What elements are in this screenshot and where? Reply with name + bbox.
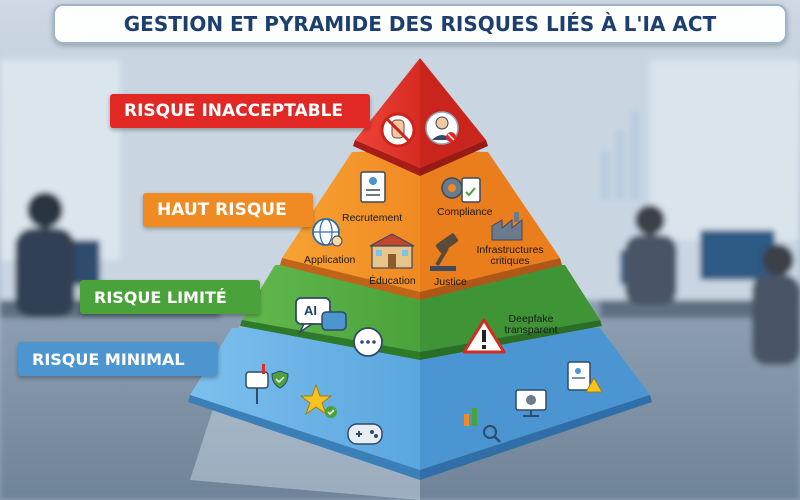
label-compliance: Compliance <box>437 206 493 218</box>
gamepad-icon <box>347 423 383 445</box>
school-icon <box>369 233 415 269</box>
analytics-icon <box>464 402 501 443</box>
page-title: GESTION ET PYRAMIDE DES RISQUES LIÉS À L… <box>123 12 717 36</box>
mailbox-shield-icon <box>245 364 289 404</box>
compliance-gear-icon <box>441 177 481 203</box>
warning-triangle-icon <box>462 318 506 354</box>
label-education: Éducation <box>369 275 416 287</box>
resume-icon <box>360 171 386 203</box>
monitor-settings-icon <box>515 389 547 417</box>
chat-bubble-icon <box>353 327 383 357</box>
tier-label-limited: RISQUE LIMITÉ <box>80 280 260 314</box>
prohibited-hand-icon <box>380 112 416 148</box>
star-check-icon <box>299 383 337 418</box>
person-blocked-icon <box>425 111 459 145</box>
label-recruitment: Recrutement <box>342 212 403 224</box>
label-deepfake: Deepfake transparent <box>504 313 558 336</box>
gavel-icon <box>430 233 459 271</box>
label-application: Application <box>304 254 356 266</box>
ai-chat-icon <box>295 297 347 335</box>
tier-minimal <box>188 320 652 500</box>
tier-label-unacceptable: RISQUE INACCEPTABLE <box>110 94 370 128</box>
title-banner: GESTION ET PYRAMIDE DES RISQUES LIÉS À L… <box>53 4 787 44</box>
label-ai: AI <box>304 303 317 318</box>
tier-label-high: HAUT RISQUE <box>143 193 313 227</box>
factory-icon <box>491 212 523 241</box>
globe-icon <box>312 218 343 247</box>
document-warning-icon <box>567 361 603 393</box>
label-infrastructure: Infrastructures critiques <box>476 244 544 267</box>
label-justice: Justice <box>434 276 467 288</box>
tier-label-minimal: RISQUE MINIMAL <box>18 342 218 376</box>
